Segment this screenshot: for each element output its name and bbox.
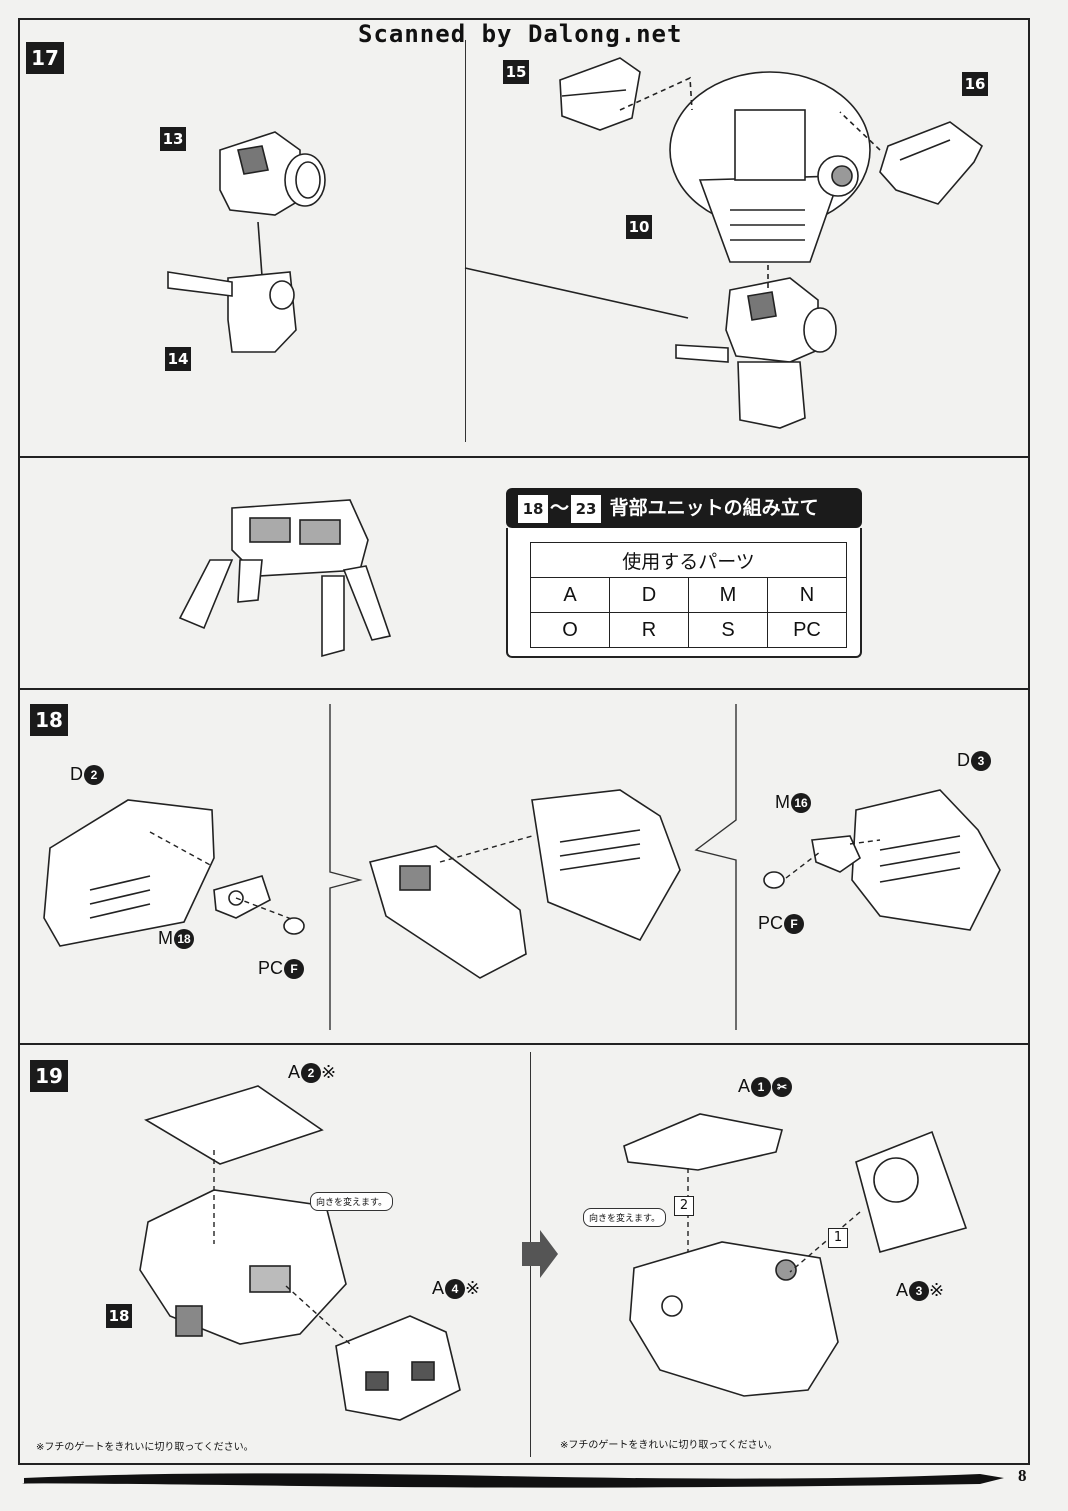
step-18-number: 18 — [30, 704, 68, 736]
part-a1-drawing — [623, 1113, 783, 1171]
next-arrow-icon — [522, 1230, 558, 1278]
gate-note-left: ※フチのゲートをきれいに切り取ってください。 — [36, 1442, 254, 1453]
part-15-drawing — [559, 57, 641, 131]
step18-frame-left-drawing — [43, 799, 215, 947]
part-tag-16: 16 — [962, 72, 988, 96]
order-marker-2: 2 — [674, 1196, 694, 1216]
step18-polycap-left-drawing — [283, 917, 305, 935]
part-13-drawing — [219, 131, 326, 216]
note-bubble-right: 向きを変えます。 — [583, 1208, 667, 1227]
part-14-drawing — [167, 271, 297, 353]
step18-polycap-right-drawing — [763, 871, 785, 889]
parts-cell: M — [688, 577, 768, 613]
step-19-number: 19 — [30, 1060, 68, 1092]
divider-3 — [18, 1043, 1030, 1045]
part-tag-18: 18 — [106, 1304, 132, 1328]
parts-table: 使用するパーツ A D M N O R S PC — [530, 542, 847, 648]
divider-2 — [18, 688, 1030, 690]
part-tag-15: 15 — [503, 60, 529, 84]
section-title: 18～23 背部ユニットの組み立て — [506, 488, 862, 528]
step-17-number: 17 — [26, 42, 64, 74]
parts-box: 使用するパーツ A D M N O R S PC — [506, 528, 862, 658]
divider-step17 — [465, 40, 466, 442]
step18-frame-middle-drawing — [368, 845, 527, 979]
divider-1 — [18, 456, 1030, 458]
parts-cell: PC — [767, 612, 847, 648]
step18-frame-middle-b-drawing — [531, 789, 681, 942]
step18-bracket-m18-drawing — [213, 875, 271, 919]
section-range-sep: ～ — [550, 497, 570, 519]
section-range-start: 18 — [518, 494, 548, 523]
parts-table-header: 使用するパーツ — [530, 542, 847, 578]
parts-cell: O — [530, 612, 610, 648]
part-a3-drawing — [855, 1130, 968, 1253]
parts-cell: N — [767, 577, 847, 613]
parts-cell: A — [530, 577, 610, 613]
step19-body-left-drawing — [139, 1189, 347, 1345]
part-10-drawing — [669, 71, 871, 263]
part-tag-10: 10 — [626, 215, 652, 239]
order-marker-1: 1 — [828, 1228, 848, 1248]
part-16-drawing — [879, 121, 984, 205]
part-tag-13: 13 — [160, 127, 186, 151]
backpack-overview-drawing — [178, 499, 392, 658]
section-title-text: 背部ユニットの組み立て — [609, 497, 819, 519]
parts-cell: S — [688, 612, 768, 648]
step18-bracket-m16-drawing — [811, 835, 862, 873]
section-range-end: 23 — [571, 494, 602, 523]
gate-note-right: ※フチのゲートをきれいに切り取ってください。 — [560, 1440, 778, 1451]
part-tag-14: 14 — [165, 347, 191, 371]
bottom-brush-stroke — [22, 1473, 1004, 1488]
scan-watermark: Scanned by Dalong.net — [358, 20, 683, 48]
step18-frame-right-drawing — [851, 789, 1001, 931]
gate-cut-icon: ✂ — [772, 1077, 793, 1098]
assembled-head-drawing — [675, 277, 837, 429]
page-number: 8 — [1018, 1466, 1027, 1485]
note-bubble-left: 向きを変えます。 — [310, 1192, 394, 1211]
step19-body-right-drawing — [629, 1241, 839, 1397]
page-frame — [18, 18, 1030, 1465]
part-a2-drawing — [144, 1085, 324, 1165]
part-a4-drawing — [335, 1315, 461, 1421]
parts-cell: R — [609, 612, 689, 648]
parts-cell: D — [609, 577, 689, 613]
